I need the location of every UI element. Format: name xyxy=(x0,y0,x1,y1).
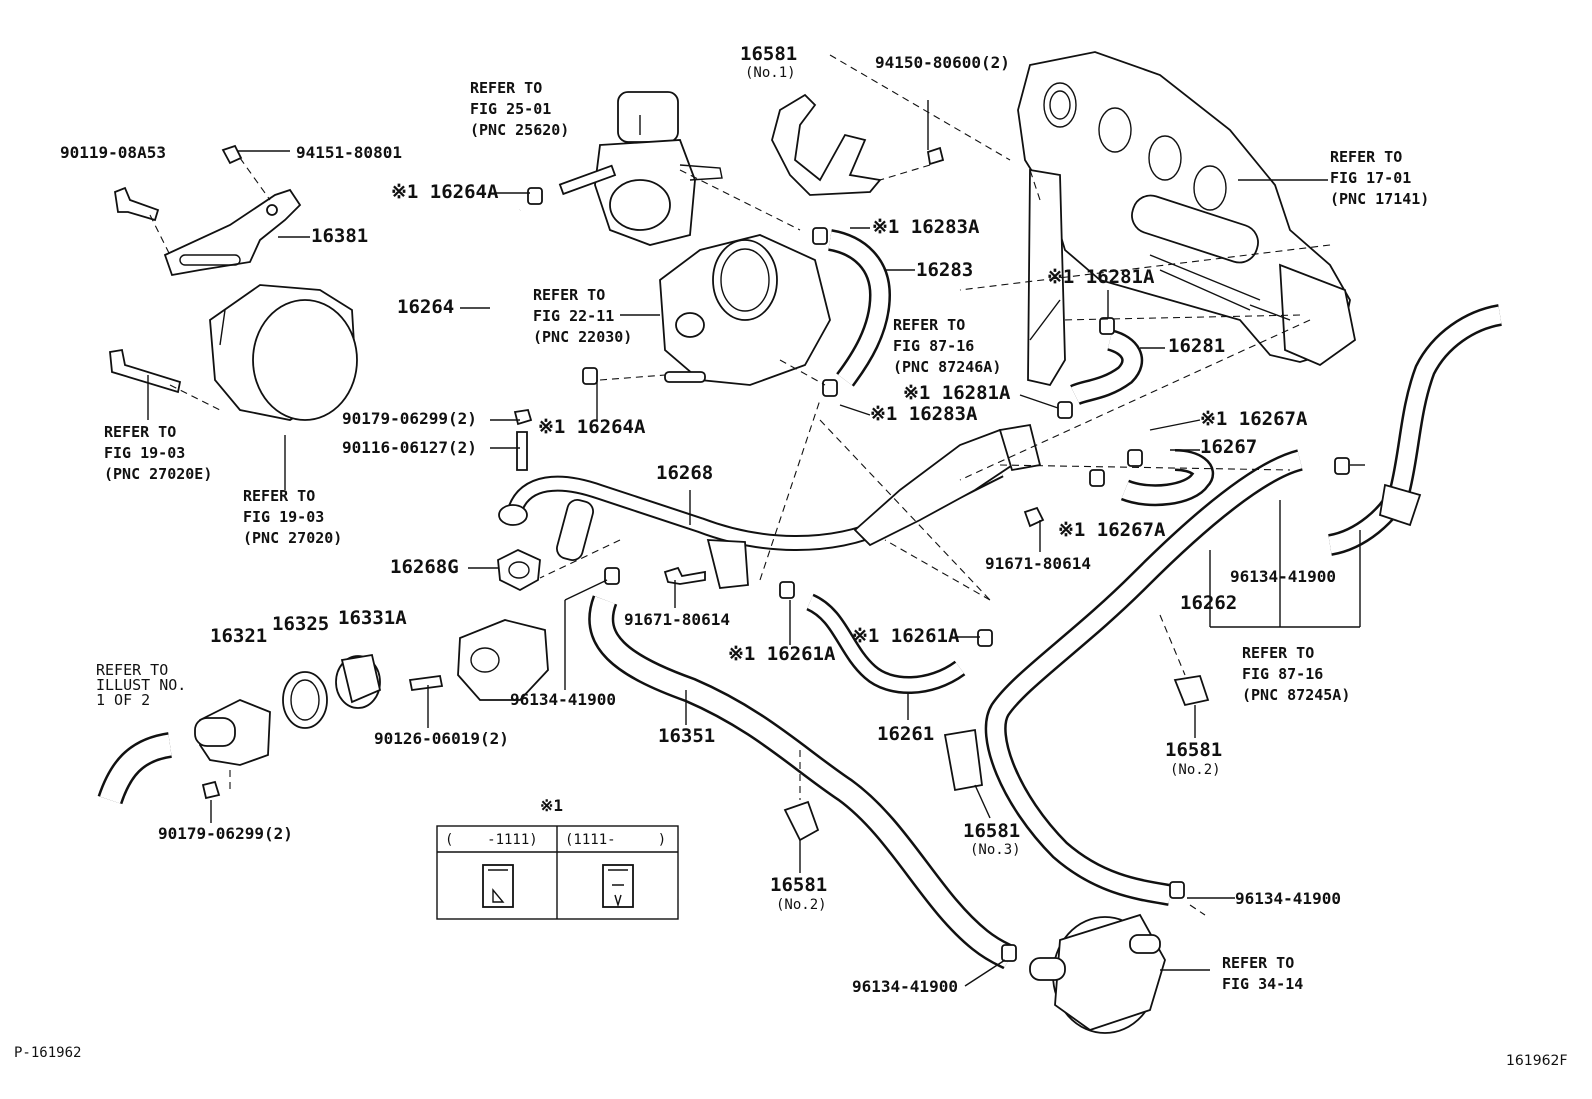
callout-16261a-left: ※1 16261A xyxy=(728,643,836,665)
throttle-body xyxy=(659,234,831,386)
callout-16283a-bottom: ※1 16283A xyxy=(870,403,978,425)
callout-16267: 16267 xyxy=(1200,436,1258,458)
isc-valve xyxy=(558,91,723,246)
clips-16581 xyxy=(783,674,1210,842)
hose-16283 xyxy=(827,229,892,387)
callout-no1: (No.1) xyxy=(745,65,796,81)
reference-fig-25-01: REFER TO FIG 25-01 (PNC 25620) xyxy=(470,79,570,139)
bolts xyxy=(109,144,1045,800)
leader-lines xyxy=(147,100,1365,987)
callout-no2b: (No.2) xyxy=(1170,762,1221,778)
callout-16261a-right: ※1 16261A xyxy=(852,625,960,647)
callout-91671-80614-b: 91671-80614 xyxy=(985,554,1091,573)
callout-16581-no1: 16581 xyxy=(740,43,798,65)
callout-16331a: 16331A xyxy=(338,607,407,629)
callout-16268: 16268 xyxy=(656,462,714,484)
callout-16264a-bottom: ※1 16264A xyxy=(538,416,646,438)
callout-96134-41900-d: 96134-41900 xyxy=(852,977,958,996)
callout-16264a-top: ※1 16264A xyxy=(391,181,499,203)
hose-clamps xyxy=(527,187,1350,962)
callout-16321: 16321 xyxy=(210,625,268,647)
water-outlet-16268 xyxy=(457,619,549,701)
callout-90179-06299-a: 90179-06299(2) xyxy=(342,409,477,428)
water-pipe-16268 xyxy=(498,462,1004,589)
callout-94151-80801: 94151-80801 xyxy=(296,143,402,162)
callout-16581-no2b: 16581 xyxy=(1165,739,1223,761)
hose-16264 xyxy=(461,202,554,376)
note-marker: ※1 xyxy=(540,796,564,815)
callout-16351: 16351 xyxy=(658,725,716,747)
reference-fig-34-14: REFER TO FIG 34-14 xyxy=(1222,954,1304,993)
hose-16351 xyxy=(588,595,1017,970)
hose-87245a xyxy=(1327,304,1503,556)
water-valve xyxy=(1029,913,1166,1034)
water-pipe-union xyxy=(853,423,1042,547)
callout-16283a-top: ※1 16283A xyxy=(872,216,980,238)
callout-16267a-bottom: ※1 16267A xyxy=(1058,519,1166,541)
callout-16581-no2a: 16581 xyxy=(770,874,828,896)
callout-96134-41900-b: 96134-41900 xyxy=(510,690,616,709)
callout-16267a-top: ※1 16267A xyxy=(1200,408,1308,430)
callout-94150-80600: 94150-80600(2) xyxy=(875,53,1010,72)
callout-90119-08a53: 90119-08A53 xyxy=(60,143,166,162)
callout-no2a: (No.2) xyxy=(776,897,827,913)
hose-16267 xyxy=(1120,449,1215,507)
callout-16262: 16262 xyxy=(1180,592,1238,614)
gasket-16268g xyxy=(497,549,541,592)
bracket-16581-no1 xyxy=(771,93,882,196)
callout-90126-06019: 90126-06019(2) xyxy=(374,729,509,748)
radiator-hose xyxy=(97,732,173,805)
note-table-right-header: (1111- ) xyxy=(565,832,667,848)
reference-fig-22-11: REFER TO FIG 22-11 (PNC 22030) xyxy=(533,286,633,346)
callout-16283: 16283 xyxy=(916,259,974,281)
intake-manifold xyxy=(1017,51,1356,367)
figure-code: 161962F xyxy=(1506,1053,1568,1069)
water-outlet-housing xyxy=(209,284,358,421)
callout-90179-06299-b: 90179-06299(2) xyxy=(158,824,293,843)
callout-16281a-top: ※1 16281A xyxy=(1047,266,1155,288)
hose-16262 xyxy=(984,449,1304,906)
note-table xyxy=(436,825,679,920)
callout-16325: 16325 xyxy=(272,613,330,635)
bracket-16381 xyxy=(163,188,302,277)
hose-16261 xyxy=(805,593,966,695)
reference-fig-19-03-e: REFER TO FIG 19-03 (PNC 27020E) xyxy=(104,423,213,483)
diagram-id: P-161962 xyxy=(14,1045,82,1061)
reference-fig-19-03: REFER TO FIG 19-03 (PNC 27020) xyxy=(243,487,343,547)
reference-fig-17-01: REFER TO FIG 17-01 (PNC 17141) xyxy=(1330,148,1430,208)
callout-no3: (No.3) xyxy=(970,842,1021,858)
reference-illust: REFER TO ILLUST NO. 1 OF 2 xyxy=(96,661,187,709)
callout-96134-41900-a: 96134-41900 xyxy=(1230,567,1336,586)
callout-16381: 16381 xyxy=(311,225,369,247)
callout-16581-no3: 16581 xyxy=(963,820,1021,842)
note-table-left-header: ( -1111) xyxy=(445,832,538,848)
callout-16281a-bottom: ※1 16281A xyxy=(903,382,1011,404)
callout-16268g: 16268G xyxy=(390,556,459,578)
callout-16264: 16264 xyxy=(397,296,455,318)
reference-fig-87-16-a: REFER TO FIG 87-16 (PNC 87246A) xyxy=(893,316,1002,376)
callout-16281: 16281 xyxy=(1168,335,1226,357)
callout-90116-06127: 90116-06127(2) xyxy=(342,438,477,457)
water-inlet-16321 xyxy=(194,699,271,766)
thermostat-16331a xyxy=(335,653,382,709)
reference-fig-87-16-b: REFER TO FIG 87-16 (PNC 87245A) xyxy=(1242,644,1351,704)
callout-16261: 16261 xyxy=(877,723,935,745)
assembly-lines xyxy=(149,54,1331,916)
callout-91671-80614-a: 91671-80614 xyxy=(624,610,730,629)
callout-96134-41900-c: 96134-41900 xyxy=(1235,889,1341,908)
gasket-16325 xyxy=(282,671,328,729)
